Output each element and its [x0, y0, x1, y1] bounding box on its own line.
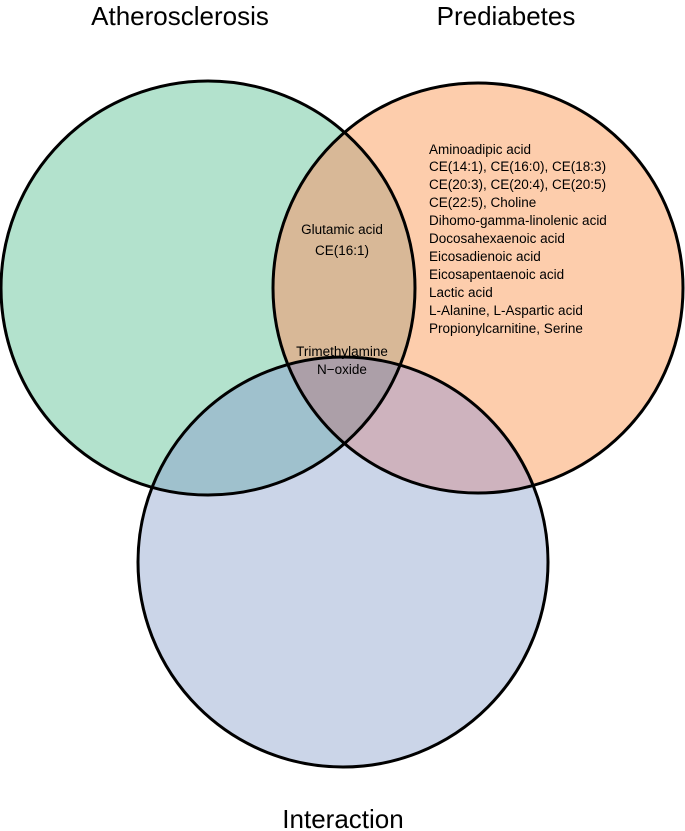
list-item: L-Alanine, L-Aspartic acid: [429, 303, 583, 318]
list-item: Eicosapentaenoic acid: [429, 267, 564, 282]
list-item: CE(20:3), CE(20:4), CE(20:5): [429, 177, 606, 192]
all-three-list: Trimethylamine N−oxide: [296, 344, 388, 377]
region-atherosclerosis-interaction: [138, 357, 415, 495]
outline-prediabetes: [271, 81, 685, 495]
list-item: Dihomo-gamma-linolenic acid: [429, 213, 607, 228]
list-item: Lactic acid: [429, 285, 493, 300]
title-prediabetes: Prediabetes: [437, 1, 576, 31]
list-item: CE(14:1), CE(16:0), CE(18:3): [429, 159, 606, 174]
list-item: Docosahexaenoic acid: [429, 231, 565, 246]
list-item: N−oxide: [317, 362, 367, 377]
list-item: Propionylcarnitine, Serine: [429, 321, 583, 336]
region-prediabetes-interaction: [273, 357, 548, 493]
list-item: Trimethylamine: [296, 344, 388, 359]
list-item: Glutamic acid: [301, 222, 383, 237]
prediabetes-only-list: Aminoadipic acid CE(14:1), CE(16:0), CE(…: [429, 142, 607, 336]
list-item: CE(22:5), Choline: [429, 195, 536, 210]
outline-atherosclerosis: [0, 79, 417, 497]
list-item: CE(16:1): [315, 243, 369, 258]
list-item: Eicosadienoic acid: [429, 249, 541, 264]
atherosclerosis-prediabetes-list: Glutamic acid CE(16:1): [301, 222, 383, 258]
title-atherosclerosis: Atherosclerosis: [91, 1, 269, 31]
title-interaction: Interaction: [282, 804, 403, 831]
list-item: Aminoadipic acid: [429, 142, 531, 157]
outline-interaction: [136, 355, 550, 769]
